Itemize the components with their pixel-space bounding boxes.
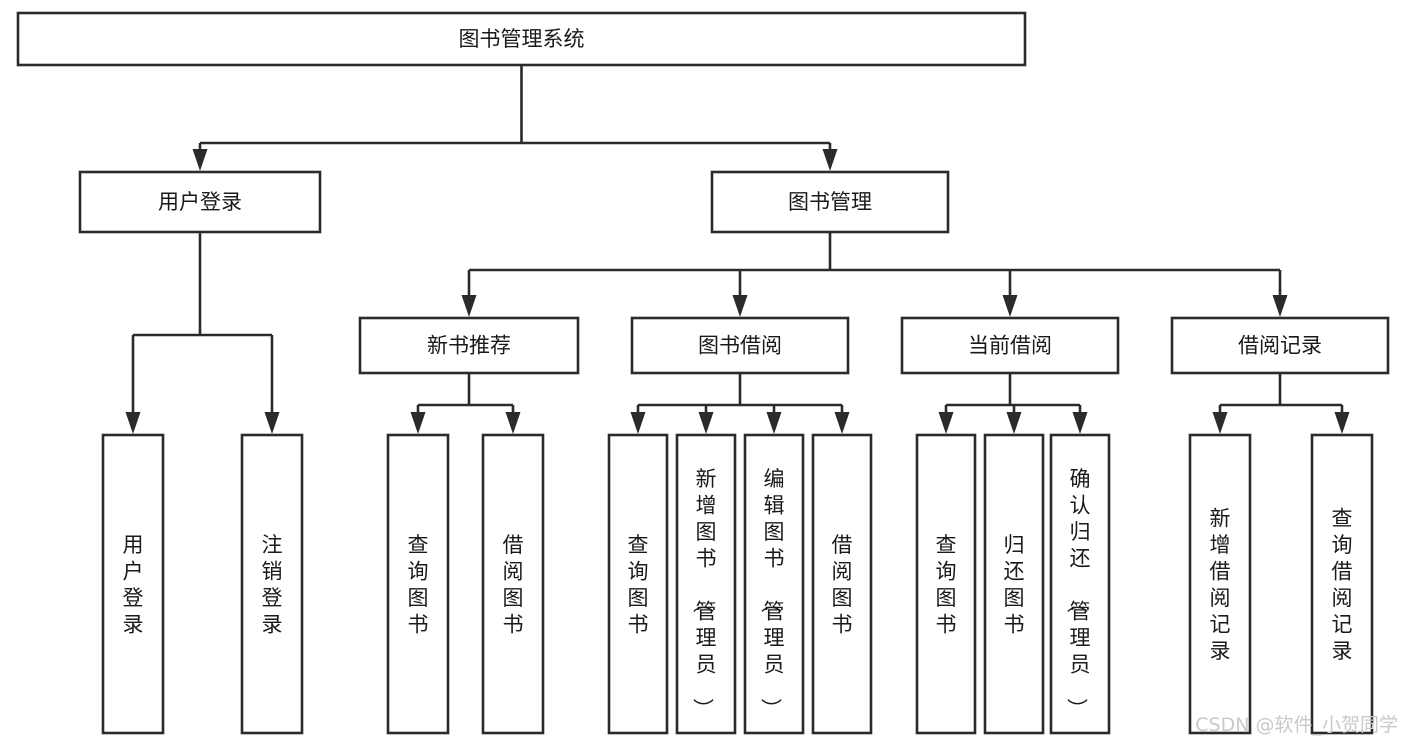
node-root[interactable]: 图书管理系统 [16,11,1027,67]
node-box-leaf-return-book [983,433,1045,735]
node-leaf-confirm-return[interactable]: 确认归还（管理员） [1049,433,1111,735]
node-leaf-query-book-3[interactable]: 查询图书 [915,433,977,735]
node-label-leaf-edit-book: 编辑图书（管理员） [759,467,785,719]
node-box-new-book-recommend [358,316,580,375]
node-box-book-borrow [630,316,850,375]
node-label-leaf-borrow-book-2: 借阅图书 [832,533,853,637]
node-leaf-return-book[interactable]: 归还图书 [983,433,1045,735]
node-label-user-login: 用户登录 [158,190,242,214]
node-leaf-add-record[interactable]: 新增借阅记录 [1188,433,1252,735]
node-box-leaf-user-login [101,433,165,735]
node-label-leaf-query-book-1: 查询图书 [408,533,429,637]
node-box-leaf-borrow-book-1 [481,433,545,735]
node-label-leaf-borrow-book-1: 借阅图书 [503,533,524,637]
node-label-leaf-add-book: 新增图书（管理员） [691,467,717,719]
node-label-book-manage: 图书管理 [788,190,872,214]
node-label-borrow-record: 借阅记录 [1238,334,1322,358]
node-leaf-borrow-book-1[interactable]: 借阅图书 [481,433,545,735]
node-label-leaf-user-login: 用户登录 [123,533,144,637]
node-label-leaf-add-record: 新增借阅记录 [1210,507,1231,664]
node-box-leaf-query-book-1 [386,433,450,735]
node-book-manage[interactable]: 图书管理 [710,170,950,234]
csdn-watermark: CSDN @软件_小贺同学 [1195,714,1398,736]
node-box-current-borrow [900,316,1120,375]
node-borrow-record[interactable]: 借阅记录 [1170,316,1390,375]
node-box-root [16,11,1027,67]
node-leaf-edit-book[interactable]: 编辑图书（管理员） [743,433,805,735]
node-box-leaf-query-book-3 [915,433,977,735]
node-label-new-book-recommend: 新书推荐 [427,334,511,358]
connector-layer [125,65,1350,434]
node-book-borrow[interactable]: 图书借阅 [630,316,850,375]
node-box-leaf-add-record [1188,433,1252,735]
node-label-leaf-confirm-return: 确认归还（管理员） [1065,467,1091,719]
node-box-user-login [78,170,322,234]
node-leaf-borrow-book-2[interactable]: 借阅图书 [811,433,873,735]
node-leaf-query-record[interactable]: 查询借阅记录 [1310,433,1374,735]
node-label-leaf-query-book-3: 查询图书 [936,533,957,637]
node-leaf-user-login[interactable]: 用户登录 [101,433,165,735]
node-leaf-query-book-1[interactable]: 查询图书 [386,433,450,735]
node-leaf-logout[interactable]: 注销登录 [240,433,304,735]
node-box-leaf-confirm-return [1049,433,1111,735]
node-label-leaf-return-book: 归还图书 [1004,533,1025,637]
node-label-root: 图书管理系统 [459,27,585,51]
node-box-leaf-query-book-2 [607,433,669,735]
node-box-leaf-borrow-book-2 [811,433,873,735]
node-leaf-add-book[interactable]: 新增图书（管理员） [675,433,737,735]
node-box-leaf-query-record [1310,433,1374,735]
node-current-borrow[interactable]: 当前借阅 [900,316,1120,375]
node-label-book-borrow: 图书借阅 [698,334,782,358]
node-leaf-query-book-2[interactable]: 查询图书 [607,433,669,735]
node-label-leaf-logout: 注销登录 [262,533,283,637]
node-box-leaf-edit-book [743,433,805,735]
node-box-leaf-add-book [675,433,737,735]
node-label-leaf-query-record: 查询借阅记录 [1332,507,1353,664]
node-user-login[interactable]: 用户登录 [78,170,322,234]
node-new-book-recommend[interactable]: 新书推荐 [358,316,580,375]
node-layer: 图书管理系统用户登录图书管理新书推荐图书借阅当前借阅借阅记录用户登录注销登录查询… [16,11,1390,735]
node-box-borrow-record [1170,316,1390,375]
node-label-current-borrow: 当前借阅 [968,334,1052,358]
node-box-leaf-logout [240,433,304,735]
node-box-book-manage [710,170,950,234]
node-label-leaf-query-book-2: 查询图书 [628,533,649,637]
